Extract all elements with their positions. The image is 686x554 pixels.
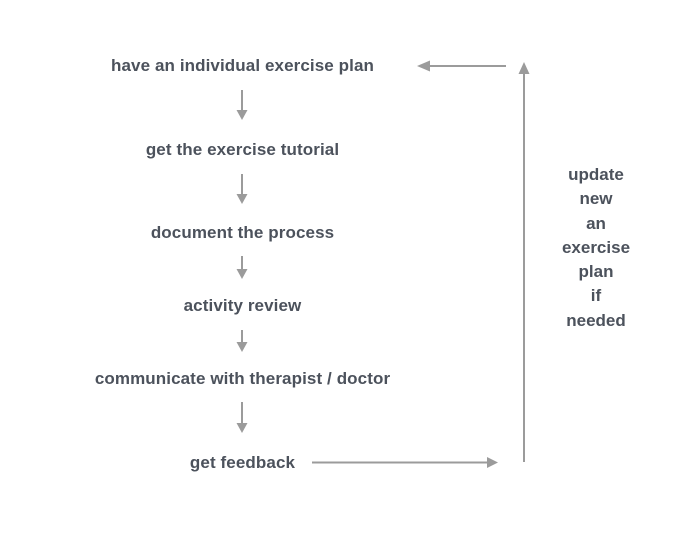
down-arrow-icon-3: [236, 256, 248, 279]
loop-caption-line-1: update: [568, 165, 624, 184]
flow-step-communicate: communicate with therapist / doctor: [94, 369, 391, 388]
loop-to-plan-arrow-icon: [417, 60, 506, 72]
loop-riser-arrow-icon: [518, 62, 530, 462]
down-arrow-icon-1: [236, 90, 248, 120]
flow-step-get-feedback: get feedback: [189, 453, 296, 472]
loop-caption-line-2: new: [579, 189, 613, 209]
down-arrow-icon-4: [236, 330, 248, 352]
loop-caption-line-5: plan: [578, 262, 614, 282]
flow-step-activity-review: activity review: [183, 296, 302, 315]
flow-step-tutorial: get the exercise tutorial: [145, 140, 340, 159]
loop-caption-line-7: needed: [566, 310, 626, 330]
feedback-to-loop-arrow-icon: [312, 457, 498, 468]
loop-caption: update new an exercise plan if needed: [540, 163, 652, 333]
flow-step-have-plan: have an individual exercise plan: [110, 56, 375, 75]
flow-step-document: document the process: [150, 223, 335, 242]
down-arrow-icon-5: [236, 402, 248, 433]
down-arrow-icon-2: [236, 174, 248, 204]
loop-caption-line-4: exercise: [561, 237, 631, 257]
loop-caption-line-6: if: [590, 286, 602, 306]
loop-caption-line-3: an: [586, 213, 606, 233]
